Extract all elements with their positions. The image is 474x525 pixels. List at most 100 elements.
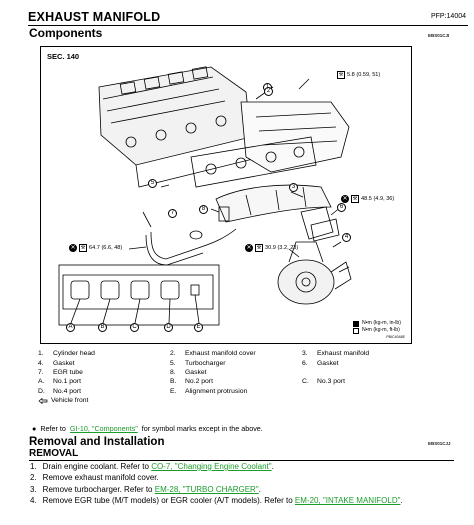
vehicle-front-label: Vehicle front [51,397,89,405]
parts-row: 4. Gasket 5. Turbocharger 6. Gasket [38,358,458,367]
replace-part-icon: ✕ [69,244,77,252]
torque-value: 48.5 (4.9, 36) [361,196,395,202]
section-label: SEC. 140 [47,52,80,61]
removal-subheading: REMOVAL [29,448,454,461]
part-number: 5. [170,359,176,367]
refer-suffix: for symbol marks except in the above. [141,424,263,433]
wrench-icon: ⚒ [79,244,87,252]
replace-part-icon: ✕ [341,195,349,203]
step-text: Remove turbocharger. Refer to [42,484,153,494]
torque-value: 64.7 (6.6, 48) [89,245,123,251]
step-end: . [271,462,274,471]
refer-prefix: Refer to [40,424,66,433]
callout-5: 5 [148,179,157,188]
parts-row: 1. Cylinder head 2. Exhaust manifold cover… [38,349,458,358]
step-number: 2. [30,473,37,483]
port-label-d: D [164,323,173,332]
wrench-icon: ⚒ [337,71,345,79]
step-number: 3. [30,484,37,494]
legend-icon [353,327,359,334]
legend-text: N•m (kg-m, in-lb) [362,320,401,326]
step-item: 1. Drain engine coolant. Refer to CO-7, … [30,461,403,472]
part-number: B. [170,378,177,386]
components-diagram: SEC. 140 1 2 3 4 5 6 7 8 ⚒ 5.8 (0.59, 51… [40,46,412,344]
part-name: No.1 port [53,378,81,386]
step-text: Remove EGR tube (M/T models) or EGR cool… [42,496,293,506]
part-name: Gasket [53,359,75,367]
step-item: 3. Remove turbocharger. Refer to EM-28, … [30,484,403,495]
legend-text: N•m (kg-m, ft-lb) [362,327,400,333]
port-label-e: E [194,323,203,332]
torque-value: 30.9 (3.2, 23) [265,245,299,251]
legend-icon [353,320,359,327]
step-number: 1. [30,462,37,471]
step-text: Remove exhaust manifold cover. [42,473,159,483]
callout-3: 3 [289,183,298,192]
callout-8: 8 [199,205,208,214]
step-text: Drain engine coolant. Refer to [42,462,149,471]
part-number: 3. [302,350,308,358]
bullet-icon: ● [32,424,37,433]
removal-steps: 1. Drain engine coolant. Refer to CO-7, … [30,461,403,507]
removal-code: EBS01CJJ [428,441,451,446]
parts-row: 7.EGR tube 8.Gasket [38,368,458,377]
port-label-c: C [130,323,139,332]
page-header: EXHAUST MANIFOLD PFP:14004 [28,8,468,26]
part-name: Gasket [185,368,207,376]
em-20-intake-link[interactable]: EM-20, "INTAKE MANIFOLD" [294,496,401,506]
part-name: Turbocharger [185,359,226,367]
part-number: 2. [170,350,176,358]
parts-row: A.No.1 port B.No.2 port C.No.3 port [38,377,458,386]
torque-spec-left: ✕ ⚒ 64.7 (6.6, 48) [69,244,122,252]
vehicle-front-legend: Vehicle front [38,396,458,405]
components-heading: Components [29,26,103,40]
step-item: 4. Remove EGR tube (M/T models) or EGR c… [30,495,403,506]
replace-part-icon: ✕ [245,244,253,252]
torque-legend: N•m (kg-m, in-lb) N•m (kg-m, ft-lb) [353,320,401,334]
page-title: EXHAUST MANIFOLD [28,10,161,24]
step-number: 4. [30,496,37,506]
part-name: Exhaust manifold cover [185,350,256,358]
parts-list: 1. Cylinder head 2. Exhaust manifold cover… [38,349,458,405]
port-label-b: B [98,323,107,332]
callout-2: 2 [264,87,273,96]
part-name: Gasket [317,359,339,367]
legend-row: N•m (kg-m, ft-lb) [353,327,401,334]
parts-row: D.No.4 port E.Alignment protrusion [38,387,458,396]
part-number: 1. [38,350,44,358]
co-7-coolant-link[interactable]: CO-7, "Changing Engine Coolant" [151,462,272,471]
symbol-reference: ● Refer to GI-10, "Components" for symbo… [32,424,263,433]
part-number: 7. [38,368,44,376]
step-item: 2. Remove exhaust manifold cover. [30,472,403,483]
callout-7: 7 [168,209,177,218]
part-name: Cylinder head [53,350,95,358]
step-end: . [258,484,261,494]
part-number: E. [170,387,177,395]
em-28-turbo-link[interactable]: EM-28, "TURBO CHARGER" [154,484,259,494]
part-number: 6. [302,359,308,367]
step-end: . [400,496,403,506]
callout-4: 4 [342,233,351,242]
wrench-icon: ⚒ [351,195,359,203]
part-number: A. [38,378,45,386]
port-label-a: A [66,323,75,332]
callout-6: 6 [337,203,346,212]
torque-value: 5.8 (0.59, 51) [347,72,381,78]
exploded-view-drawing [58,66,352,326]
vehicle-front-arrow-icon [38,397,48,404]
part-name: Exhaust manifold [317,350,370,358]
removal-installation-heading: Removal and Installation [29,436,165,448]
part-number: 4. [38,359,44,367]
part-number: PFP:14004 [430,13,466,20]
components-code: EBS01CJI [428,33,450,38]
part-name: No.2 port [185,378,213,386]
part-name: Alignment protrusion [185,387,248,395]
part-number: C. [302,378,309,386]
part-name: No.4 port [53,387,81,395]
gi-10-components-link[interactable]: GI-10, "Components" [69,424,138,433]
legend-row: N•m (kg-m, in-lb) [353,320,401,327]
wrench-icon: ⚒ [255,244,263,252]
figure-code: PBIC4048E [386,335,405,339]
torque-spec-bottom: ✕ ⚒ 30.9 (3.2, 23) [245,244,298,252]
part-name: EGR tube [53,368,83,376]
